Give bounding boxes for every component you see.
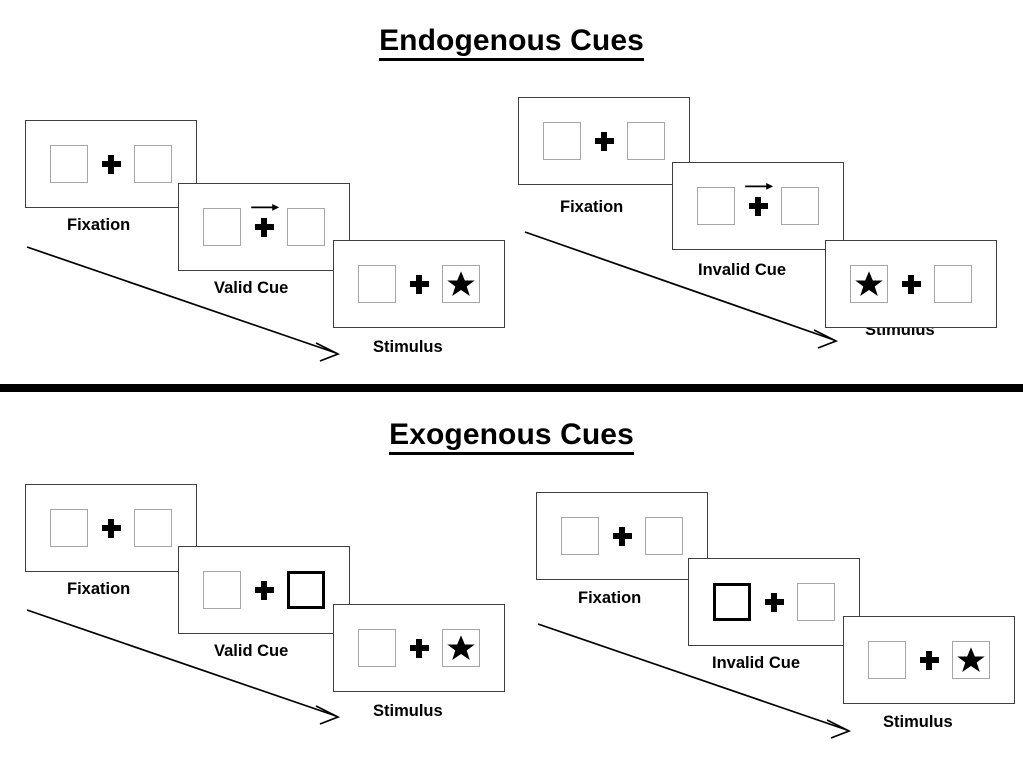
left-box xyxy=(850,265,888,303)
caption-endogenous-valid-cue: Valid Cue xyxy=(214,279,289,297)
panel-exogenous-valid-stimulus[interactable] xyxy=(333,604,505,692)
panel-endogenous-invalid-stimulus[interactable] xyxy=(825,240,997,328)
plus-icon xyxy=(254,217,274,237)
right-box xyxy=(627,122,665,160)
plus-icon xyxy=(612,526,632,546)
caption-exogenous-invalid-cue: Invalid Cue xyxy=(712,654,801,672)
arrow-right-icon xyxy=(251,203,280,211)
plus-icon xyxy=(409,638,429,658)
flow-arrow-endogenous-valid xyxy=(26,246,341,362)
right-box xyxy=(952,641,990,679)
right-box xyxy=(797,583,835,621)
caption-exogenous-invalid-stimulus: Stimulus xyxy=(883,713,953,731)
panel-exogenous-invalid-fixation[interactable] xyxy=(536,492,708,580)
panel-content xyxy=(697,182,819,225)
panel-exogenous-invalid-cue[interactable] xyxy=(688,558,860,646)
star-icon xyxy=(447,635,475,660)
section-title-exogenous: Exogenous Cues xyxy=(0,418,1023,455)
left-box xyxy=(358,265,396,303)
panel-endogenous-invalid-cue[interactable] xyxy=(672,162,844,250)
fixation-cross-slot xyxy=(241,580,287,600)
right-box xyxy=(287,208,325,246)
fixation-cross-slot xyxy=(735,182,781,216)
panel-endogenous-valid-fixation[interactable] xyxy=(25,120,197,208)
plus-icon xyxy=(101,518,121,538)
caption-exogenous-invalid-fixation: Fixation xyxy=(578,589,642,607)
right-box xyxy=(442,265,480,303)
panel-content xyxy=(561,517,683,555)
panel-content xyxy=(713,583,835,621)
left-box-highlighted xyxy=(713,583,751,621)
plus-icon xyxy=(764,592,784,612)
left-box xyxy=(868,641,906,679)
left-box xyxy=(203,208,241,246)
flow-arrow-exogenous-valid xyxy=(26,609,341,725)
right-box xyxy=(645,517,683,555)
fixation-cross-slot xyxy=(88,518,134,538)
panel-content xyxy=(358,629,480,667)
flow-arrow-endogenous-invalid xyxy=(524,231,839,349)
left-box xyxy=(561,517,599,555)
fixation-cross-slot xyxy=(396,638,442,658)
left-box xyxy=(358,629,396,667)
fixation-cross-slot xyxy=(396,274,442,294)
panel-content xyxy=(50,145,172,183)
caption-endogenous-valid-fixation: Fixation xyxy=(67,216,131,234)
arrow-right-icon xyxy=(745,182,774,190)
caption-exogenous-valid-cue: Valid Cue xyxy=(214,642,289,660)
panel-content xyxy=(543,122,665,160)
caption-endogenous-valid-stimulus: Stimulus xyxy=(373,338,443,356)
panel-content xyxy=(203,203,325,246)
panel-endogenous-valid-stimulus[interactable] xyxy=(333,240,505,328)
panel-content xyxy=(50,509,172,547)
caption-endogenous-invalid-cue: Invalid Cue xyxy=(698,261,787,279)
right-box xyxy=(134,509,172,547)
plus-icon xyxy=(409,274,429,294)
panel-content xyxy=(203,571,325,609)
section-title-endogenous-text: Endogenous Cues xyxy=(379,24,644,61)
plus-icon xyxy=(901,274,921,294)
panel-content xyxy=(868,641,990,679)
fixation-cross-slot xyxy=(581,131,627,151)
right-box xyxy=(934,265,972,303)
flow-arrow-exogenous-invalid xyxy=(537,623,852,739)
caption-exogenous-valid-stimulus: Stimulus xyxy=(373,702,443,720)
star-icon xyxy=(447,271,475,296)
star-icon xyxy=(957,647,985,672)
left-box xyxy=(50,509,88,547)
panel-exogenous-invalid-stimulus[interactable] xyxy=(843,616,1015,704)
left-box xyxy=(697,187,735,225)
panel-content xyxy=(850,265,972,303)
right-box xyxy=(781,187,819,225)
fixation-cross-slot xyxy=(88,154,134,174)
panel-endogenous-invalid-fixation[interactable] xyxy=(518,97,690,185)
plus-icon xyxy=(919,650,939,670)
right-box-highlighted xyxy=(287,571,325,609)
star-icon xyxy=(855,271,883,296)
panel-content xyxy=(358,265,480,303)
section-divider xyxy=(0,384,1023,392)
section-title-endogenous: Endogenous Cues xyxy=(0,24,1023,61)
left-box xyxy=(50,145,88,183)
fixation-cross-slot xyxy=(906,650,952,670)
plus-icon xyxy=(594,131,614,151)
section-title-exogenous-text: Exogenous Cues xyxy=(389,418,634,455)
right-box xyxy=(134,145,172,183)
caption-exogenous-valid-fixation: Fixation xyxy=(67,580,131,598)
fixation-cross-slot xyxy=(241,203,287,237)
plus-icon xyxy=(254,580,274,600)
left-box xyxy=(543,122,581,160)
fixation-cross-slot xyxy=(888,274,934,294)
left-box xyxy=(203,571,241,609)
fixation-cross-slot xyxy=(599,526,645,546)
plus-icon xyxy=(748,196,768,216)
panel-exogenous-valid-fixation[interactable] xyxy=(25,484,197,572)
right-box xyxy=(442,629,480,667)
panel-endogenous-valid-cue[interactable] xyxy=(178,183,350,271)
fixation-cross-slot xyxy=(751,592,797,612)
panel-exogenous-valid-cue[interactable] xyxy=(178,546,350,634)
plus-icon xyxy=(101,154,121,174)
caption-endogenous-invalid-fixation: Fixation xyxy=(560,198,624,216)
